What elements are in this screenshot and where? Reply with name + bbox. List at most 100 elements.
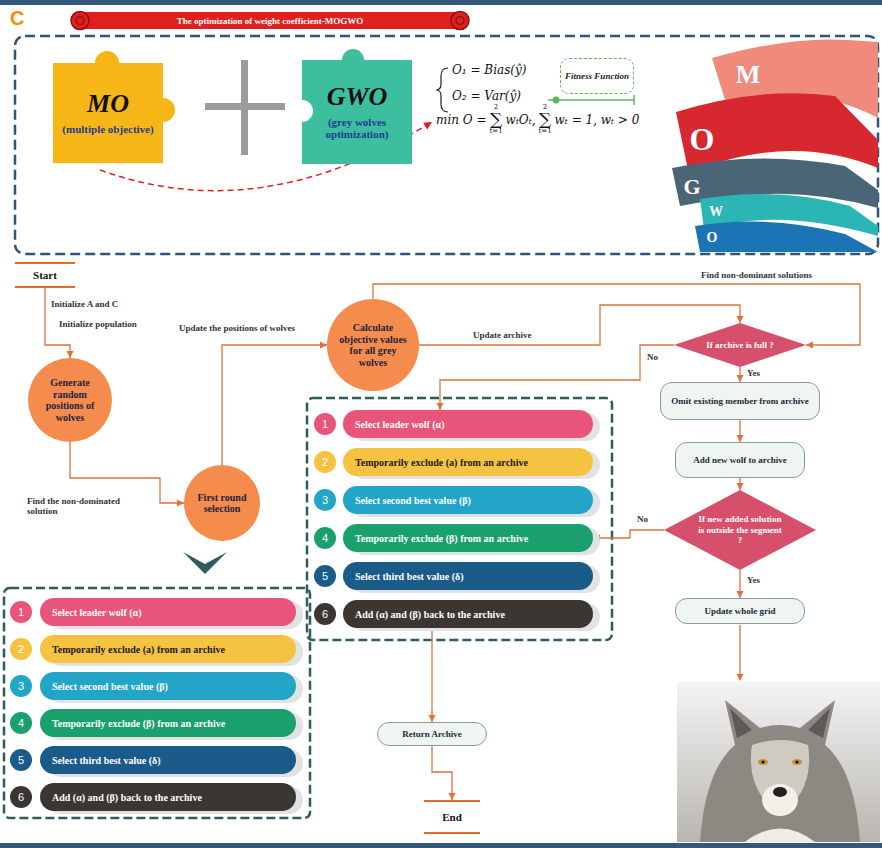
- text-group: If archive is full ?: [706, 340, 773, 350]
- step-number: 1: [18, 606, 24, 618]
- ribbon-graphic: [672, 39, 878, 252]
- puzzle-fill: [302, 49, 412, 164]
- text-group: Omit existing member from archive: [671, 396, 808, 407]
- ribbon-band: [676, 93, 878, 170]
- node-text: Fitness Function: [565, 71, 629, 82]
- step-number-badge: 6: [10, 786, 32, 808]
- edge-label: Yes: [746, 368, 761, 378]
- text-group: Add new wolf to archive: [693, 455, 786, 466]
- sum-symbol: ∑: [539, 111, 551, 128]
- step-number: 5: [18, 754, 24, 766]
- wolf-face: [751, 740, 809, 815]
- node-text: Return Archive: [402, 729, 462, 740]
- ribbon-letter: O: [690, 122, 715, 157]
- text-group: Return Archive: [402, 729, 462, 740]
- step-row: 4 Temporarily exclude (β) from an archive: [10, 709, 296, 737]
- step-pill: Temporarily exclude (β) from an archive: [40, 709, 296, 737]
- arrow-head: [806, 342, 813, 349]
- step-pill: Select leader wolf (α): [40, 598, 296, 626]
- step-pill: Add (α) and (β) back to the archive: [343, 600, 593, 628]
- wolf-muzzle: [762, 784, 798, 816]
- wolf-body: [700, 700, 860, 842]
- step-row: 1Select leader wolf (α): [314, 410, 593, 438]
- text-group: MO(multiple objective): [53, 63, 163, 163]
- node-text: Add new wolf to archive: [693, 455, 786, 466]
- decision-diamond: If archive is full ?: [674, 323, 806, 367]
- edge-label: Initialize A and C: [50, 299, 119, 309]
- formula-text: wₜ = 1, wₜ > 0: [555, 113, 640, 127]
- ribbon-letter: W: [709, 204, 723, 219]
- arrow-head: [737, 483, 744, 490]
- title-banner: [71, 12, 469, 30]
- wolf-pupil: [795, 760, 798, 763]
- step-number-badge: 3: [10, 675, 32, 697]
- panel-border: [15, 36, 878, 254]
- banner-title: The optimization of weight coefficient-M…: [92, 12, 448, 29]
- step-text: Select second best value (β): [355, 495, 471, 506]
- process-box: Omit existing member from archive: [660, 382, 820, 420]
- arrow-head: [429, 715, 436, 722]
- step-text: Select second best value (β): [52, 681, 168, 692]
- step-text: Select leader wolf (α): [52, 607, 142, 618]
- fitness-box: Fitness Function: [560, 58, 634, 94]
- puzzle-fill: [53, 51, 175, 163]
- arrow-head: [593, 535, 600, 542]
- flow-connector: [737, 478, 744, 490]
- flow-connector: [222, 342, 327, 466]
- step-text: Select leader wolf (α): [355, 419, 445, 430]
- decision-diamond: If new added solution is outside the seg…: [664, 490, 816, 570]
- step-number: 2: [18, 643, 24, 655]
- step-number: 6: [322, 608, 328, 620]
- formula-text: min O =: [436, 113, 486, 127]
- terminal-label: End: [424, 800, 480, 834]
- text-group: End: [442, 811, 462, 823]
- connector-line: [593, 530, 664, 538]
- connector-line: [431, 628, 432, 722]
- banner-scroll: [456, 17, 464, 25]
- process-box: Return Archive: [377, 722, 487, 746]
- node-text: Calculate objective values for all grey …: [335, 322, 411, 368]
- edge-label: Yes: [746, 575, 761, 585]
- step-number-badge: 6: [314, 603, 336, 625]
- node-text: GWO: [327, 83, 388, 112]
- edge-label: No: [646, 352, 659, 362]
- step-number-badge: 1: [10, 601, 32, 623]
- banner-scroll: [76, 17, 84, 25]
- step-number-badge: 2: [314, 451, 336, 473]
- wolf-chest: [745, 829, 815, 843]
- step-pill: Select second best value (β): [40, 672, 296, 700]
- step-pill: Add (α) and (β) back to the archive: [40, 783, 296, 811]
- fitness-line: [548, 99, 634, 101]
- sum-symbol: ∑: [490, 111, 502, 128]
- step-row: 5Select third best value (δ): [10, 746, 296, 774]
- arrow-head: [320, 342, 327, 349]
- edge-label: Find non-dominant solutions: [700, 270, 813, 280]
- step-number-badge: 4: [10, 712, 32, 734]
- step-pill: Temporarily exclude (a) from an archive: [343, 448, 593, 476]
- formula-row: min O =2∑t=1wₜOₜ,2∑t=1wₜ = 1, wₜ > 0: [436, 104, 639, 135]
- step-row: 3 Select second best value (β): [10, 672, 296, 700]
- step-number: 3: [18, 680, 24, 692]
- connector-line: [419, 305, 740, 345]
- sum-symbol-group: 2∑t=1: [538, 104, 551, 135]
- sum-limit: 2: [494, 104, 498, 111]
- sum-symbol-group: 2∑t=1: [489, 104, 502, 135]
- ribbon-letter: O: [707, 230, 718, 245]
- ribbon-band: [695, 222, 878, 253]
- step-number-badge: 2: [10, 638, 32, 660]
- step-group-border: [4, 588, 310, 818]
- plus-sign: [241, 60, 248, 155]
- step-row: 2 Temporarily exclude (a) from an archive: [314, 448, 593, 476]
- sum-limit: 2: [543, 104, 547, 111]
- step-number-badge: 5: [314, 565, 336, 587]
- text-group: GWO(grey wolves optimization): [302, 60, 412, 164]
- arrow-head: [737, 674, 744, 681]
- arrow-head: [423, 122, 432, 130]
- arrow-head: [737, 591, 744, 598]
- step-text: Temporarily exclude (β) from an archive: [52, 718, 225, 729]
- node-text: Update whole grid: [704, 606, 775, 617]
- step-pill: Temporarily exclude (β) from an archive: [343, 524, 593, 552]
- grid-to-picture-line: [739, 625, 740, 674]
